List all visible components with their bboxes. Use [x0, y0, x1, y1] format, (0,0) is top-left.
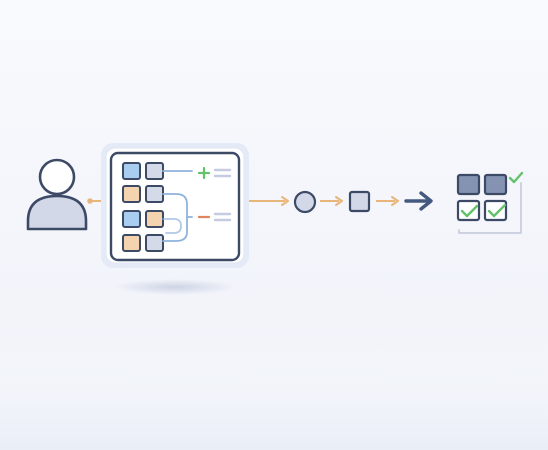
check-icon	[487, 203, 507, 218]
square-node-icon	[348, 190, 371, 213]
cell-gray-3	[145, 234, 164, 252]
plus-bars	[213, 168, 232, 178]
table-matrix-icon	[101, 143, 249, 268]
arrow-right-icon	[404, 191, 433, 211]
result-cell-4	[483, 199, 508, 222]
cell-tan-3	[122, 234, 141, 252]
minus-bars	[213, 212, 232, 222]
branch-lines	[162, 170, 193, 242]
cell-tan-2	[145, 210, 164, 228]
result-cell-2	[483, 173, 508, 196]
connector-square-to-arrow	[376, 196, 399, 206]
plus-icon	[197, 166, 211, 180]
check-icon	[460, 204, 479, 218]
connector-circle-to-square	[320, 196, 343, 206]
cell-gray-2	[145, 185, 164, 203]
cell-tan-1	[122, 185, 141, 203]
check-icon	[508, 171, 524, 184]
cell-blue-1	[122, 162, 141, 180]
floor-gradient	[0, 330, 548, 450]
user-icon	[26, 158, 88, 231]
connector-user-to-matrix	[87, 198, 102, 204]
cell-gray-1	[145, 162, 164, 180]
circle-node-icon	[293, 190, 317, 214]
result-cell-3	[456, 199, 481, 222]
checked-grid-icon	[456, 171, 524, 234]
cell-blue-2	[122, 210, 141, 228]
card-shadow	[113, 279, 237, 295]
result-cell-1	[456, 173, 481, 196]
connector-matrix-to-circle	[249, 196, 289, 206]
